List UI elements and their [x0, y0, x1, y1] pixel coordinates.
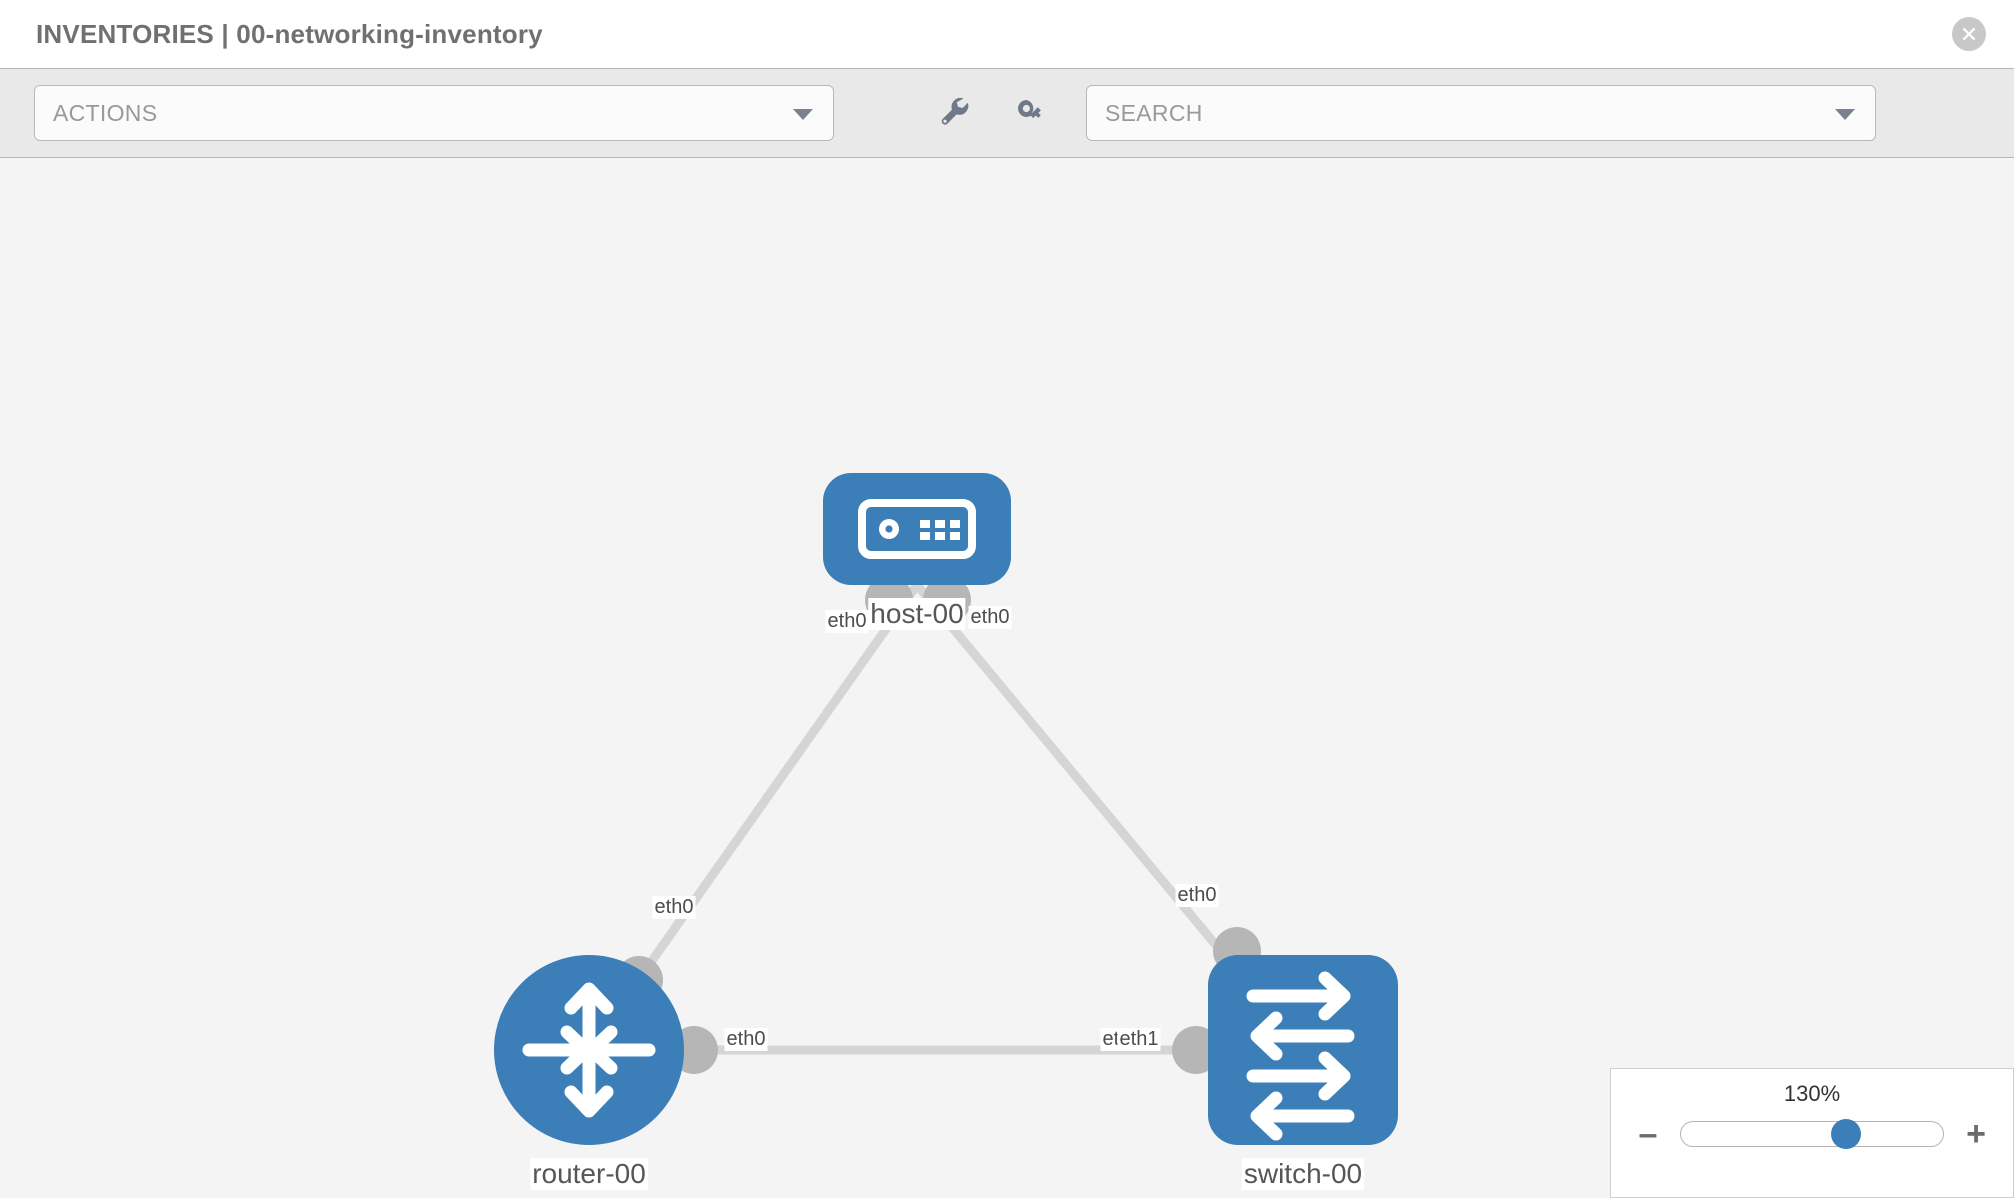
node-router-00[interactable]: [494, 955, 684, 1145]
link-label-router-up: eth0: [652, 896, 696, 919]
socket-layer: [615, 576, 1261, 1074]
link-label-switch-up: eth0: [1175, 884, 1219, 907]
zoom-in-button[interactable]: +: [1966, 1115, 1986, 1153]
zoom-slider-track[interactable]: [1680, 1119, 1944, 1149]
link-layer: [585, 582, 1307, 1055]
link-label-host-right: eth0: [968, 606, 1012, 629]
page-header: INVENTORIES | 00-networking-inventory: [0, 0, 2014, 68]
link-label-switch-left: eth1: [1117, 1028, 1161, 1051]
node-switch-00[interactable]: [1208, 955, 1398, 1145]
wrench-icon: [934, 91, 974, 136]
server-icon: [858, 499, 976, 559]
topology-canvas[interactable]: host-00 router-00 switch-00 eth0 eth0 et…: [0, 158, 2014, 1198]
actions-dropdown-label: ACTIONS: [53, 99, 158, 126]
toolbar-icon-group: [932, 91, 1052, 135]
key-button[interactable]: [1008, 91, 1052, 135]
zoom-control[interactable]: 130% – +: [1610, 1068, 2014, 1198]
chevron-down-icon[interactable]: [1835, 109, 1855, 120]
zoom-slider-handle[interactable]: [1831, 1119, 1862, 1149]
node-label-switch: switch-00: [1241, 1158, 1365, 1190]
zoom-out-button[interactable]: –: [1638, 1115, 1658, 1153]
close-icon: [1960, 25, 1978, 43]
wrench-button[interactable]: [932, 91, 976, 135]
zoom-percent-label: 130%: [1783, 1081, 1841, 1106]
search-placeholder: SEARCH: [1105, 99, 1203, 126]
node-host-00[interactable]: [823, 473, 1011, 585]
topology-graph: [494, 473, 1398, 1145]
node-label-host: host-00: [868, 598, 966, 630]
router-arrows-icon: [522, 982, 656, 1118]
node-label-router: router-00: [530, 1158, 648, 1190]
switch-arrows-icon: [1246, 971, 1355, 1141]
zoom-slider-row: – +: [1611, 1117, 2013, 1151]
link-label-router-right: eth0: [724, 1028, 768, 1051]
chevron-down-icon: [793, 109, 813, 120]
key-icon: [1010, 91, 1050, 136]
toolbar: ACTIONS SEARCH: [0, 68, 2014, 158]
search-input[interactable]: SEARCH: [1086, 85, 1876, 141]
page-title: INVENTORIES | 00-networking-inventory: [36, 18, 543, 49]
link-label-host-left: eth0: [825, 610, 869, 633]
close-button[interactable]: [1952, 17, 1986, 51]
actions-dropdown[interactable]: ACTIONS: [34, 85, 834, 141]
